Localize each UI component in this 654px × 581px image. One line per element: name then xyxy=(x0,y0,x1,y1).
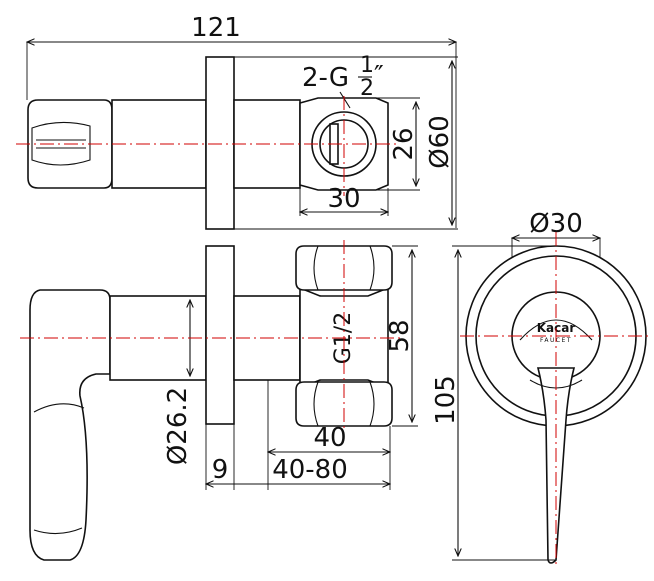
connector-width-label: 30 xyxy=(327,184,360,214)
knob-grip-lines xyxy=(36,139,86,149)
flange-top xyxy=(205,56,235,230)
hex-across-label: 26 xyxy=(389,127,419,160)
hex-nut-upper-faces xyxy=(313,245,375,291)
lever-tip-line xyxy=(33,527,83,535)
body-length-label: 58 xyxy=(385,319,415,352)
top-view: 121 2-G 1 2 ″ 26 Ø60 xyxy=(16,13,458,230)
thread-inch-mark: ″ xyxy=(374,61,384,91)
thread-frac-den: 2 xyxy=(360,76,374,101)
thread-frac-num: 1 xyxy=(360,53,374,78)
front-view: Ø30 Kacar FAUCET 105 xyxy=(431,209,652,566)
cover-height-label: 105 xyxy=(431,375,461,425)
overall-length-label: 121 xyxy=(191,13,241,43)
offset-label: 40 xyxy=(313,423,346,453)
hex-nut-lower-faces xyxy=(313,381,375,427)
knob-grip xyxy=(31,121,91,166)
lever-crease xyxy=(33,403,85,413)
install-depth-label: 40-80 xyxy=(272,455,348,485)
flange-dia-label: Ø60 xyxy=(425,115,455,169)
flange-side xyxy=(205,245,235,425)
knob-top-arc xyxy=(519,319,593,341)
side-view: G1/2 58 Ø26.2 40 9 40-80 xyxy=(20,240,418,561)
brand-logo-sub: FAUCET xyxy=(540,337,572,344)
lever-front xyxy=(536,367,576,564)
flange-thickness-label: 9 xyxy=(212,455,229,485)
thread-prefix-label: 2-G xyxy=(302,63,349,93)
stem-dia-label: Ø26.2 xyxy=(163,387,193,465)
lever-handle-side xyxy=(29,289,111,561)
thread-leader xyxy=(339,91,351,109)
